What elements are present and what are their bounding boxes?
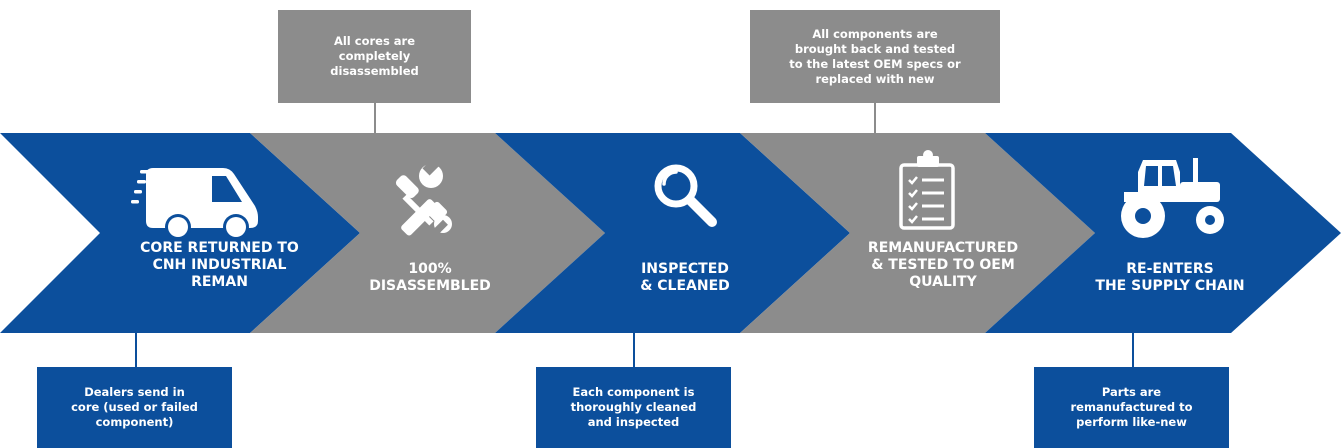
callout-connector-cleaning — [633, 333, 635, 367]
callout-cleaning-note: Each component is thoroughly cleaned and… — [536, 367, 731, 448]
clipboard-checklist-icon — [899, 150, 955, 230]
callout-connector-testing — [874, 103, 876, 133]
stage-chevron-3 — [495, 133, 850, 333]
callout-connector-parts — [1132, 333, 1134, 367]
stage-chevron-2 — [250, 133, 605, 333]
stage-label-disassembled: 100% DISASSEMBLED — [369, 261, 491, 294]
wrench-screwdriver-icon — [395, 158, 452, 236]
stage-chevron-5 — [985, 133, 1341, 333]
callout-disassembly-note: All cores are completely disassembled — [278, 10, 471, 103]
callout-connector-disassembly — [374, 103, 376, 133]
magnifier-icon — [654, 164, 717, 227]
callout-parts-note: Parts are remanufactured to perform like… — [1034, 367, 1229, 448]
delivery-van-icon — [131, 168, 258, 240]
stage-label-core-returned: CORE RETURNED TO CNH INDUSTRIAL REMAN — [140, 240, 299, 290]
tractor-icon — [1121, 158, 1224, 238]
callout-connector-dealers — [135, 333, 137, 367]
stage-label-remanufactured: REMANUFACTURED & TESTED TO OEM QUALITY — [867, 240, 1019, 290]
callout-dealers-note: Dealers send in core (used or failed com… — [37, 367, 232, 448]
stage-label-inspected: INSPECTED & CLEANED — [640, 261, 730, 294]
stage-chevron-4 — [740, 133, 1095, 333]
stage-label-supply-chain: RE-ENTERS THE SUPPLY CHAIN — [1095, 261, 1245, 294]
callout-testing-note: All components are brought back and test… — [750, 10, 1000, 103]
